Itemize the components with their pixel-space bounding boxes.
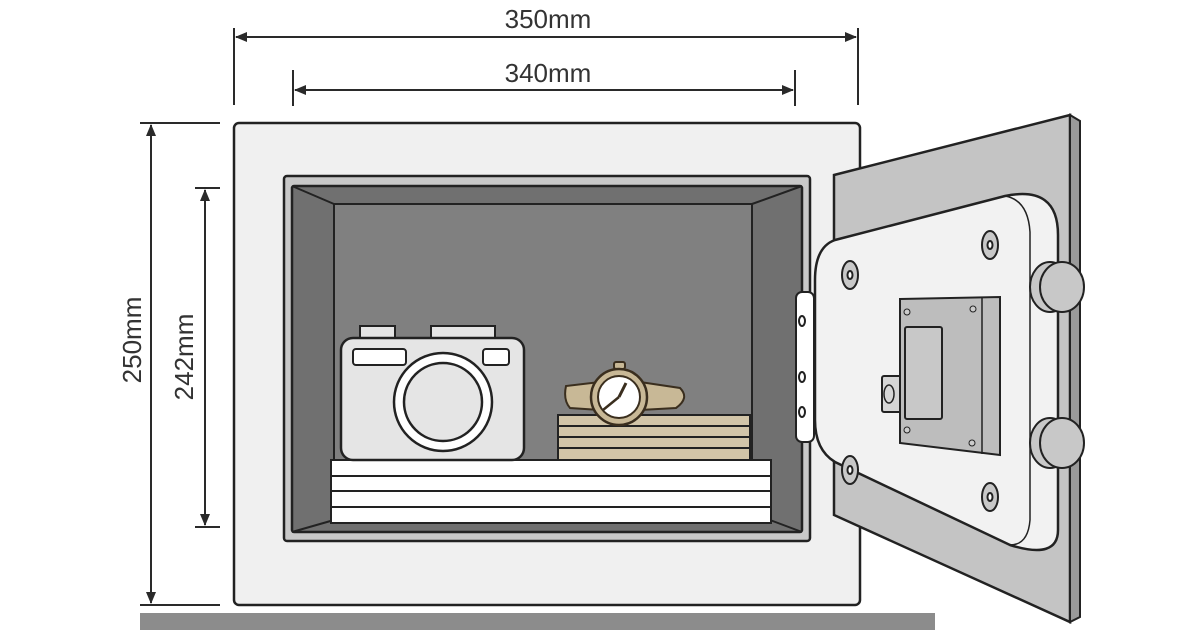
watch-icon xyxy=(564,361,686,427)
dimension-inner-width: 340mm xyxy=(292,58,796,106)
dimension-inner-height: 242mm xyxy=(169,187,220,528)
floor-bar xyxy=(140,613,935,630)
camera-icon xyxy=(339,325,526,462)
inner-width-label: 340mm xyxy=(505,58,592,88)
outer-height-label: 250mm xyxy=(117,297,147,384)
outer-width-label: 350mm xyxy=(505,4,592,34)
locking-bolts xyxy=(1029,261,1085,469)
lock-display xyxy=(904,326,943,420)
dimension-outer-height: 250mm xyxy=(117,122,220,606)
inner-height-label: 242mm xyxy=(169,314,199,401)
book-stack xyxy=(557,414,751,461)
dimension-outer-width: 350mm xyxy=(233,4,859,105)
document-stack xyxy=(330,459,772,524)
door-screws xyxy=(841,230,999,512)
electronic-lock[interactable] xyxy=(881,295,1001,457)
safe-body xyxy=(232,121,862,607)
door-hinge xyxy=(795,291,815,443)
